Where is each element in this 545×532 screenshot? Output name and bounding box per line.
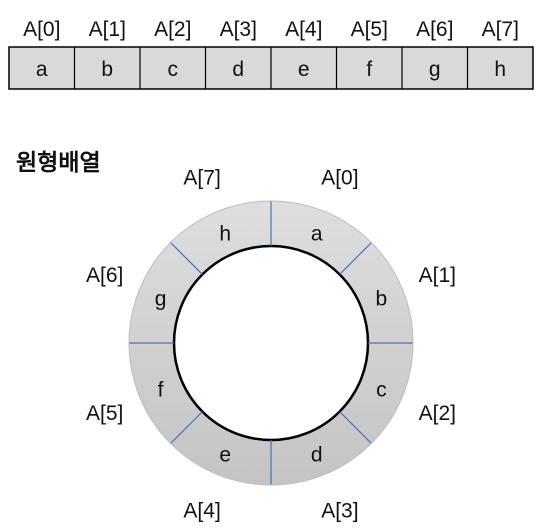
array-index-label: A[0] xyxy=(23,18,60,41)
ring-index-label: A[6] xyxy=(86,264,123,287)
ring-index-label: A[1] xyxy=(419,264,456,287)
array-index-label: A[3] xyxy=(220,18,257,41)
ring-cell-value: a xyxy=(311,223,323,246)
array-cell-value: e xyxy=(298,58,310,81)
ring-cell-value: h xyxy=(219,223,231,246)
array-cell-value: d xyxy=(232,58,244,81)
ring-values: a b c d e f g h xyxy=(155,223,387,467)
ring-index-label: A[3] xyxy=(321,499,358,522)
ring-cell-value: e xyxy=(219,443,231,466)
ring-divider xyxy=(339,242,372,275)
ring-cell-value: c xyxy=(376,379,387,402)
array-cell-value: c xyxy=(168,58,179,81)
ring-index-label: A[7] xyxy=(183,167,220,190)
ring-index-label: A[5] xyxy=(86,402,123,425)
ring-inner-circle xyxy=(172,244,370,442)
array-cell-value: b xyxy=(101,58,113,81)
array-cell-value: h xyxy=(494,58,506,81)
array-index-label: A[1] xyxy=(89,18,126,41)
linear-array: A[0] a A[1] b A[2] c A[3] d A[4] e A[5] f A[6] g A[7] h xyxy=(8,18,534,90)
array-cell-value: a xyxy=(36,58,48,81)
array-cell-value: f xyxy=(366,58,372,81)
ring-index-label: A[2] xyxy=(419,402,456,425)
array-index-label: A[7] xyxy=(482,18,519,41)
ring-divider xyxy=(170,411,203,444)
ring-indices: A[0] A[1] A[2] A[3] A[4] A[5] A[6] A[7] xyxy=(86,167,456,523)
array-index-label: A[6] xyxy=(416,18,453,41)
ring-index-label: A[4] xyxy=(183,499,220,522)
array-index-label: A[5] xyxy=(351,18,388,41)
array-cell-value: g xyxy=(429,58,441,81)
ring-divider xyxy=(170,242,203,275)
ring-cell-value: d xyxy=(311,443,323,466)
ring-divider xyxy=(339,411,372,444)
ring-index-label: A[0] xyxy=(321,167,358,190)
circular-array-title: 원형배열 xyxy=(16,150,101,176)
array-index-label: A[4] xyxy=(285,18,322,41)
ring-cell-value: b xyxy=(376,287,388,310)
ring-cell-value: g xyxy=(155,287,167,310)
ring-outer-edge xyxy=(128,200,414,486)
ring-dividers xyxy=(128,200,414,486)
array-index-label: A[2] xyxy=(154,18,191,41)
ring-cell-value: f xyxy=(158,379,164,402)
